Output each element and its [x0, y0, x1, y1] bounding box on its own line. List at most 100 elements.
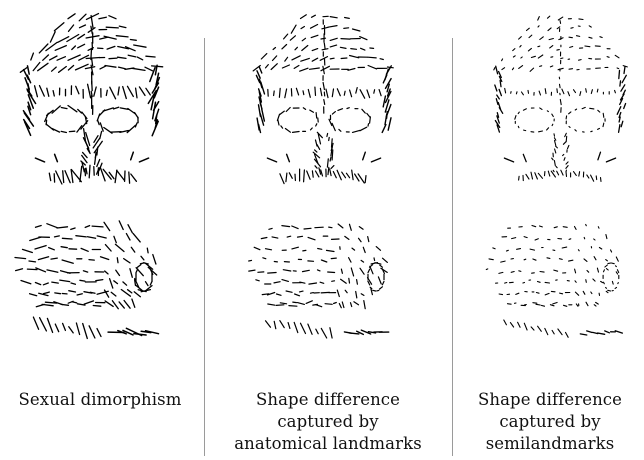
- caption: Shape difference captured by semilandmar…: [456, 389, 644, 455]
- displacement-vector: [318, 249, 322, 250]
- displacement-vector: [325, 304, 332, 305]
- displacement-vector: [598, 152, 601, 160]
- displacement-vector: [489, 259, 493, 260]
- displacement-vector: [57, 227, 68, 228]
- displacement-vector: [76, 236, 86, 237]
- displacement-vector: [368, 66, 377, 69]
- displacement-vector: [328, 272, 335, 273]
- displacement-vector: [353, 29, 360, 31]
- displacement-vector: [284, 34, 288, 39]
- displacement-vector: [301, 323, 306, 333]
- displacement-vector: [606, 235, 607, 239]
- displacement-vector: [127, 125, 135, 132]
- displacement-vector: [494, 68, 495, 70]
- displacement-vector: [579, 172, 580, 176]
- displacement-vector: [61, 131, 66, 132]
- displacement-vector: [320, 88, 321, 95]
- displacement-vector: [512, 238, 516, 239]
- displacement-vector: [85, 226, 89, 228]
- displacement-vector: [584, 259, 587, 262]
- displacement-vector: [519, 271, 521, 272]
- displacement-vector: [261, 238, 267, 239]
- displacement-vector: [254, 247, 260, 249]
- displacement-vector: [527, 28, 530, 30]
- displacement-vector: [259, 125, 261, 133]
- displacement-vector: [383, 258, 388, 262]
- displacement-vector: [80, 280, 85, 281]
- displacement-vector: [524, 237, 527, 238]
- displacement-vector: [385, 114, 387, 124]
- displacement-vector: [624, 67, 625, 74]
- displacement-vector: [310, 110, 314, 112]
- displacement-vector: [376, 247, 380, 251]
- displacement-vector: [319, 168, 321, 174]
- displacement-vector: [547, 111, 548, 112]
- displacement-vector: [332, 150, 333, 160]
- displacement-vector: [117, 258, 118, 263]
- displacement-vector: [354, 302, 359, 305]
- displacement-vector: [96, 280, 103, 281]
- displacement-vector: [105, 245, 111, 251]
- displacement-vector: [316, 124, 317, 126]
- displacement-vector: [68, 55, 80, 60]
- displacement-vector: [360, 127, 367, 131]
- displacement-vector: [549, 39, 553, 40]
- displacement-vector: [280, 174, 284, 184]
- displacement-vector: [133, 233, 140, 242]
- displacement-vector: [72, 46, 76, 50]
- displacement-vector: [616, 266, 617, 267]
- displacement-vector: [106, 90, 107, 95]
- displacement-vector: [332, 112, 335, 115]
- displacement-vector: [538, 55, 543, 58]
- displacement-vector: [327, 250, 335, 251]
- displacement-vector: [552, 158, 553, 160]
- displacement-vector: [333, 172, 336, 178]
- displacement-vector: [89, 326, 95, 338]
- displacement-vector: [611, 250, 612, 252]
- displacement-vector: [104, 128, 112, 134]
- displacement-vector: [540, 66, 542, 67]
- displacement-vector: [97, 236, 106, 238]
- displacement-vector: [295, 294, 300, 296]
- displacement-vector: [124, 301, 130, 309]
- displacement-vector: [617, 68, 619, 69]
- displacement-vector: [337, 89, 340, 96]
- displacement-vector: [615, 55, 619, 58]
- displacement-vector: [524, 323, 527, 330]
- displacement-vector: [312, 171, 313, 177]
- displacement-vector: [47, 88, 49, 96]
- displacement-vector: [575, 269, 576, 273]
- displacement-vector: [289, 173, 292, 179]
- displacement-vector: [321, 170, 323, 176]
- displacement-vector: [256, 280, 259, 281]
- displacement-vector: [137, 57, 142, 60]
- displacement-vector: [266, 249, 272, 250]
- displacement-vector: [311, 25, 318, 29]
- displacement-vector: [587, 271, 589, 273]
- displacement-vector: [357, 280, 358, 285]
- displacement-vector: [292, 247, 299, 249]
- displacement-vector: [496, 99, 498, 105]
- displacement-vector: [582, 107, 585, 108]
- displacement-vector: [55, 236, 60, 237]
- displacement-vector: [352, 248, 355, 250]
- displacement-vector: [114, 107, 119, 109]
- displacement-vector: [35, 246, 46, 249]
- displacement-vector: [273, 48, 275, 50]
- displacement-vector: [601, 178, 602, 182]
- displacement-vector: [89, 260, 94, 261]
- displacement-vector: [129, 172, 130, 183]
- displacement-vector: [72, 302, 77, 303]
- displacement-vector: [598, 110, 600, 112]
- displacement-vector: [345, 290, 347, 293]
- displacement-vector: [321, 328, 326, 338]
- displacement-vector: [551, 171, 555, 177]
- displacement-vector: [553, 303, 557, 304]
- displacement-vector: [597, 268, 598, 272]
- displacement-vector: [523, 109, 526, 110]
- displacement-vector: [569, 260, 573, 261]
- displacement-vector: [504, 320, 507, 325]
- displacement-vector: [23, 249, 33, 252]
- displacement-vector: [280, 303, 286, 304]
- displacement-vector: [329, 138, 330, 141]
